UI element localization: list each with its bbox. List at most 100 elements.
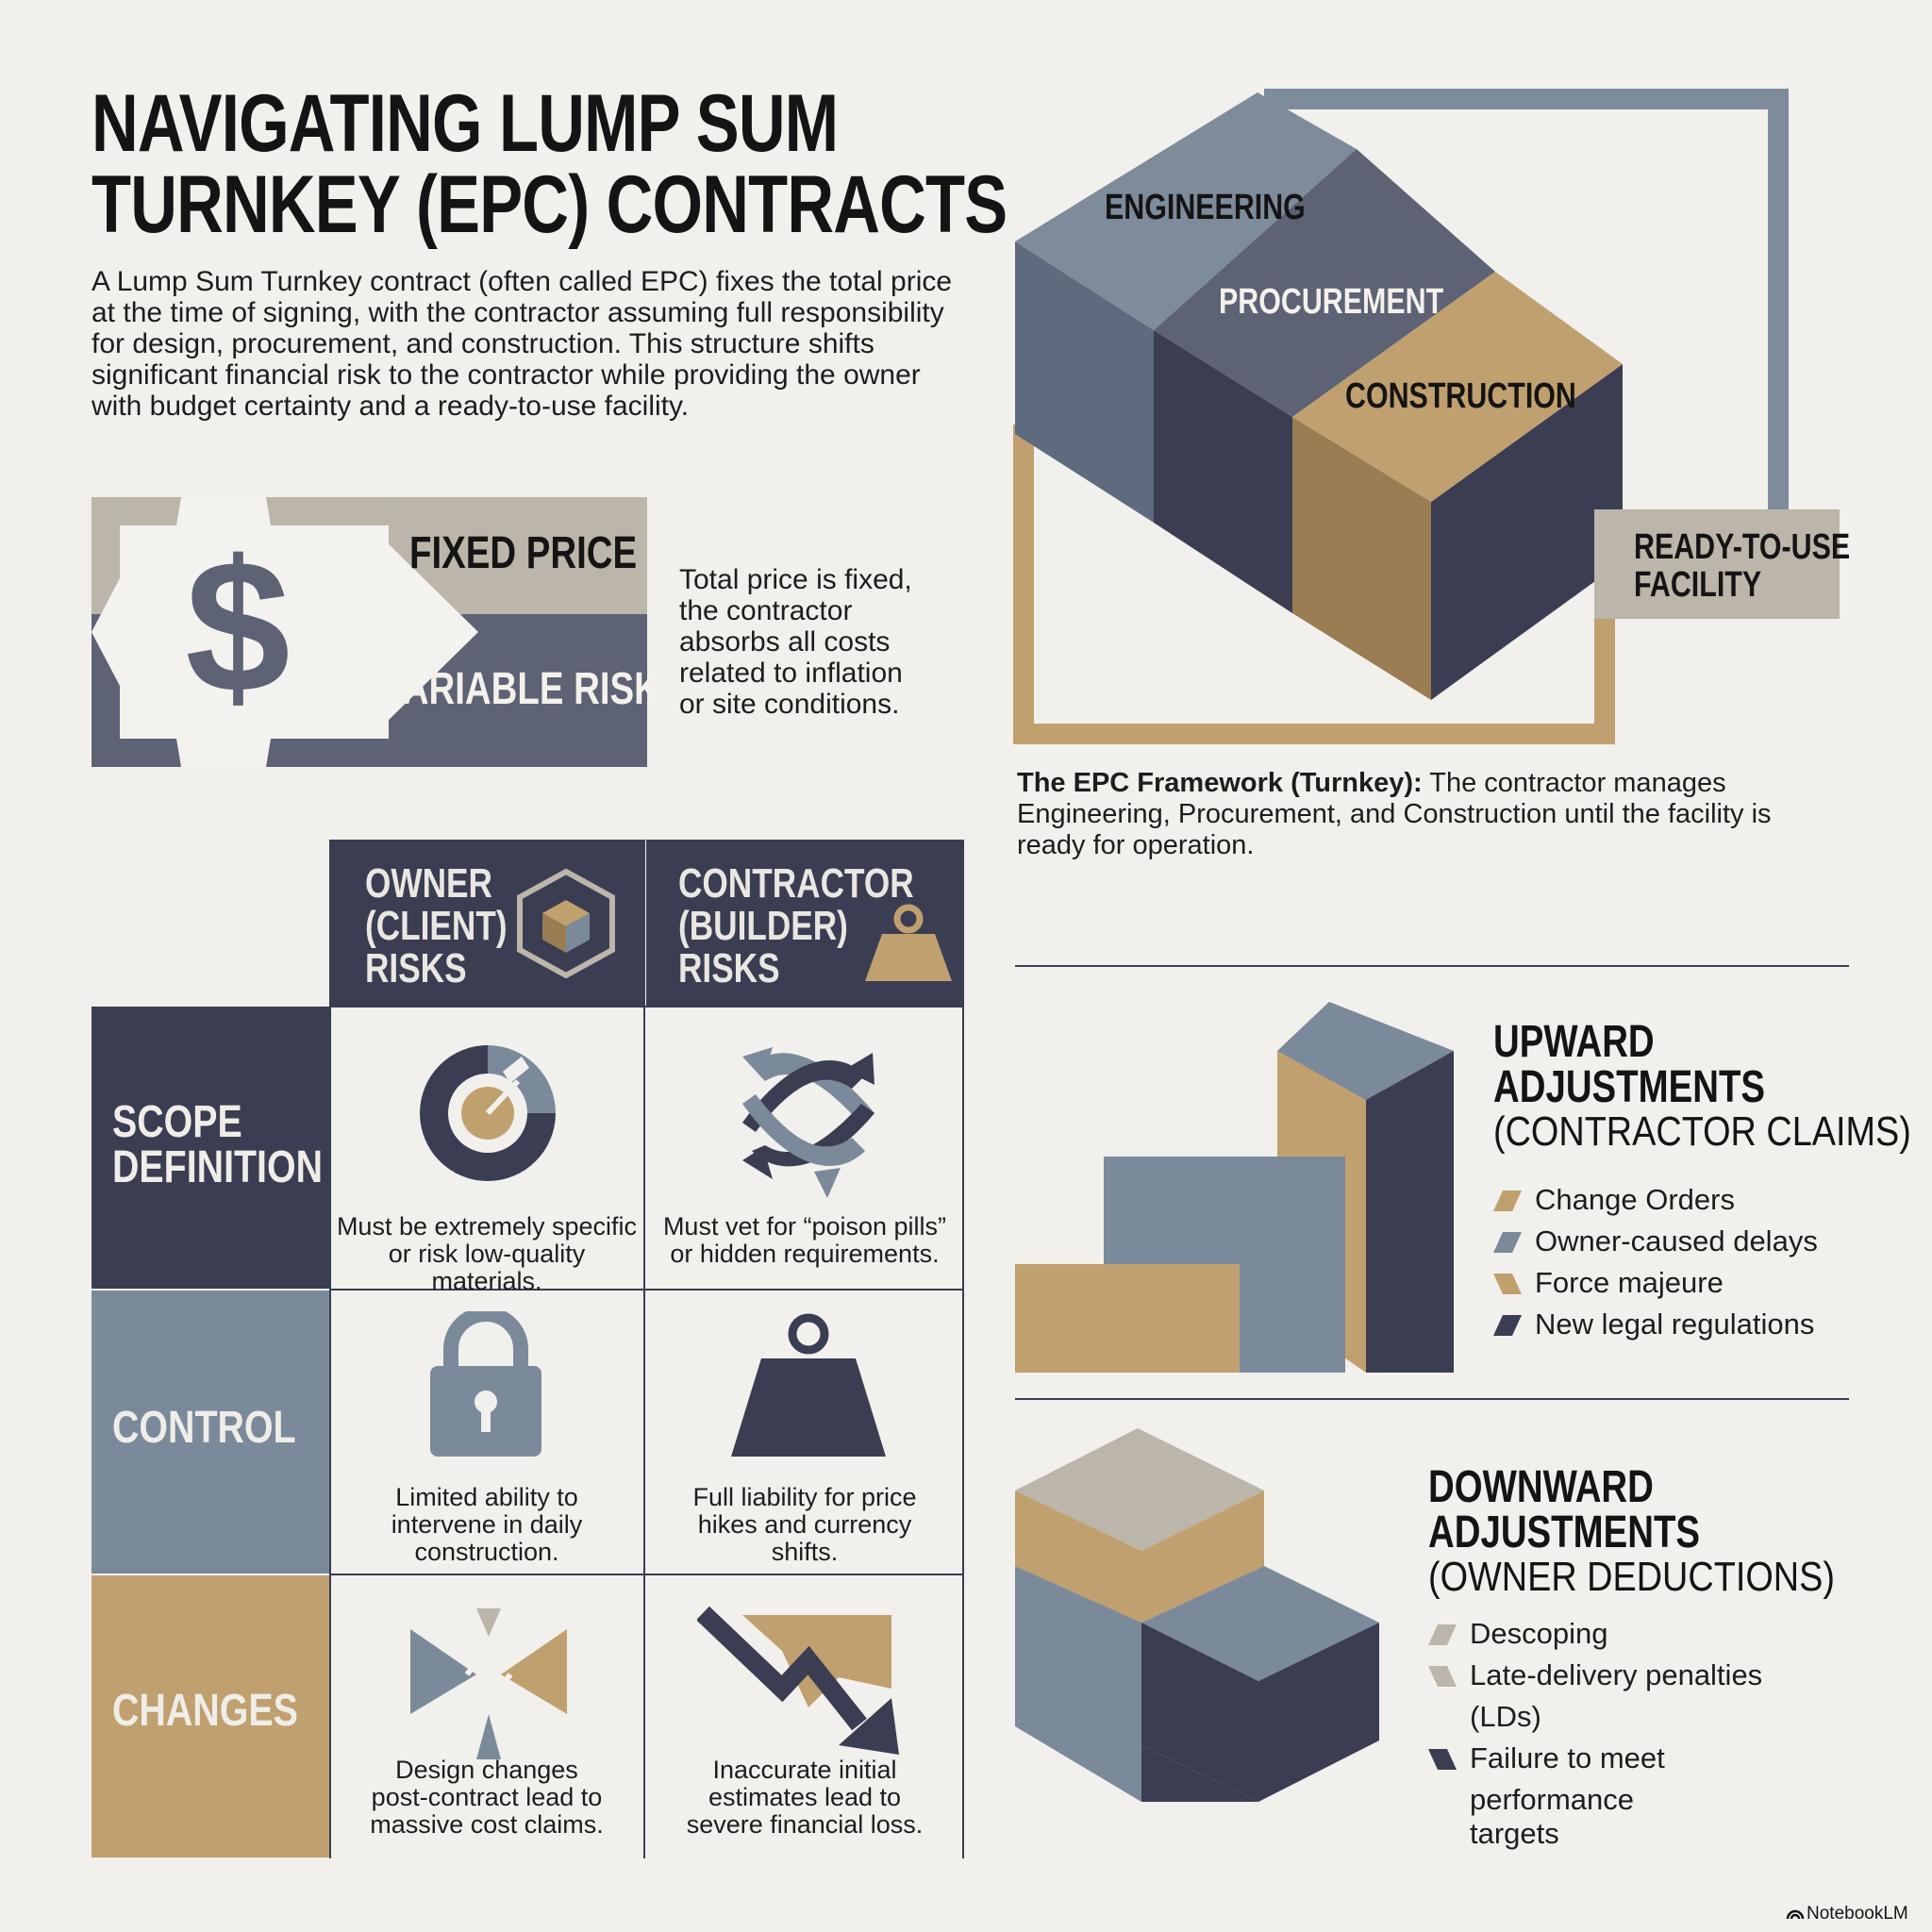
upward-list: Change Orders Owner-caused delays Force … [1493, 1179, 1852, 1345]
downward-blocks-graphic [1015, 1428, 1379, 1802]
construction-face [1292, 272, 1623, 502]
weight-icon [865, 904, 952, 981]
weight-icon [731, 1313, 886, 1457]
contractor-risks-header: CONTRACTOR (BUILDER) RISKS [678, 862, 914, 990]
upward-blocks-graphic [1015, 1002, 1454, 1373]
cell-line: Limited ability to [395, 1483, 578, 1511]
tan-bullet-icon [1493, 1191, 1522, 1211]
frame-tan [1013, 425, 1615, 744]
cell-line: massive cost claims. [370, 1810, 604, 1839]
slate-bullet-icon [1493, 1232, 1522, 1253]
row-label-line: SCOPE [112, 1097, 242, 1147]
stone-bullet-icon [1428, 1666, 1457, 1687]
row-label-line: DEFINITION [112, 1142, 324, 1192]
cell-line: Full liability for price [692, 1483, 917, 1511]
row-scope-definition: SCOPE DEFINITION [112, 1100, 323, 1191]
procurement-face [1154, 149, 1495, 417]
contractor-header-line: RISKS [678, 945, 780, 991]
list-item: Late-delivery penalties (LDs) [1428, 1655, 1834, 1738]
price-description: Total price is fixed, the contractor abs… [679, 564, 912, 720]
upward-item: Change Orders [1535, 1183, 1735, 1216]
procurement-label: PROCUREMENT [1219, 282, 1444, 322]
page-title: NAVIGATING LUMP SUM TURNKEY (EPC) CONTRA… [92, 78, 1008, 250]
facility-label-line: READY-TO-USE [1634, 527, 1851, 567]
box-icon [517, 868, 615, 979]
price-desc-line: absorbs all costs [679, 626, 891, 658]
row-label-line: CONTROL [112, 1403, 296, 1453]
price-desc-line: or site conditions. [679, 689, 900, 720]
lock-icon [430, 1311, 541, 1457]
construction-label: CONSTRUCTION [1345, 376, 1576, 416]
owner-risks-header: OWNER (CLIENT) RISKS [365, 862, 508, 990]
facility-label: READY-TO-USE FACILITY [1634, 528, 1850, 604]
upward-title-line: UPWARD [1493, 1017, 1655, 1067]
row-control: CONTROL [112, 1406, 296, 1451]
list-item: Owner-caused delays [1493, 1221, 1852, 1262]
downward-subtitle: (OWNER DEDUCTIONS) [1428, 1554, 1835, 1600]
target-icon [420, 1045, 556, 1181]
contractor-scope-text: Must vet for “poison pills” or hidden re… [646, 1213, 963, 1268]
cell-line: severe financial loss. [686, 1810, 924, 1839]
stone-bullet-icon [1428, 1624, 1457, 1645]
price-desc-line: the contractor [679, 595, 853, 626]
title-line-2: TURNKEY (EPC) CONTRACTS [92, 159, 1008, 250]
list-item: targets [1428, 1813, 1834, 1855]
downward-trend-icon [697, 1606, 899, 1755]
notebooklm-logo-icon [1786, 1909, 1805, 1920]
price-desc-line: Total price is fixed, [679, 564, 912, 595]
downward-item: Descoping [1470, 1617, 1608, 1650]
cell-line: Must vet for “poison pills” [662, 1212, 947, 1241]
title-line-1: NAVIGATING LUMP SUM [92, 78, 839, 169]
watermark-text: NotebookLM [1807, 1904, 1908, 1924]
row-changes: CHANGES [112, 1689, 298, 1734]
owner-header-line: OWNER [365, 860, 492, 907]
owner-control-text: Limited ability to intervene in daily co… [331, 1484, 642, 1566]
navy-bullet-icon [1428, 1749, 1457, 1770]
cell-line: Inaccurate initial [712, 1756, 897, 1784]
cell-line: shifts. [771, 1538, 839, 1566]
converging-arrows-icon [410, 1608, 567, 1759]
owner-scope-text: Must be extremely specific or risk low-q… [331, 1213, 642, 1295]
downward-title-line: DOWNWARD [1428, 1462, 1654, 1512]
cell-line: post-contract lead to [371, 1783, 603, 1811]
epc-caption-text: The contractor manages Engineering, Proc… [1017, 768, 1772, 860]
downward-title-line: ADJUSTMENTS [1428, 1507, 1701, 1557]
cell-line: Must be extremely specific [336, 1212, 638, 1241]
contractor-header-line: CONTRACTOR [678, 860, 914, 907]
upward-heading: UPWARD ADJUSTMENTS (CONTRACTOR CLAIMS) [1493, 1020, 1932, 1154]
downward-list: Descoping Late-delivery penalties (LDs) … [1428, 1613, 1834, 1855]
dollar-icon: $ [185, 522, 291, 732]
owner-changes-text: Design changes post-contract lead to mas… [331, 1757, 642, 1839]
section-divider [1015, 965, 1849, 967]
cell-line: hikes and currency [697, 1510, 912, 1539]
downward-heading: DOWNWARD ADJUSTMENTS (OWNER DEDUCTIONS) [1428, 1465, 1901, 1599]
tan-bullet-icon [1493, 1274, 1522, 1294]
epc-caption-bold: The EPC Framework (Turnkey): [1017, 768, 1423, 798]
contractor-changes-text: Inaccurate initial estimates lead to sev… [646, 1757, 963, 1839]
facility-box [1594, 509, 1840, 619]
list-item: Failure to meet performance [1428, 1738, 1834, 1821]
epc-caption: The EPC Framework (Turnkey): The contrac… [1017, 768, 1828, 861]
cell-line: or risk low-quality materials. [388, 1240, 586, 1295]
epc-framework-diagram [1013, 89, 1840, 744]
interlocking-arrows-icon [742, 1047, 874, 1198]
cell-line: construction. [414, 1538, 559, 1566]
cell-line: or hidden requirements. [670, 1240, 940, 1268]
downward-item: targets [1470, 1817, 1559, 1850]
price-desc-line: related to inflation [679, 658, 903, 689]
downward-item: Late-delivery penalties (LDs) [1470, 1658, 1763, 1733]
owner-header-line: (CLIENT) [365, 903, 508, 949]
navy-bullet-icon [1493, 1315, 1522, 1336]
upward-title-line: ADJUSTMENTS [1493, 1062, 1766, 1112]
upward-subtitle: (CONTRACTOR CLAIMS) [1493, 1108, 1911, 1155]
upward-item: Owner-caused delays [1535, 1224, 1818, 1257]
list-item: Change Orders [1493, 1179, 1852, 1221]
price-risk-block: $ FIXED PRICE VARIABLE RISK [92, 497, 660, 767]
contractor-control-text: Full liability for price hikes and curre… [646, 1484, 963, 1566]
cell-line: Design changes [395, 1756, 578, 1784]
section-divider [1015, 1398, 1849, 1400]
list-item: New legal regulations [1493, 1304, 1852, 1345]
cell-line: intervene in daily [391, 1510, 583, 1539]
engineering-label: ENGINEERING [1105, 188, 1306, 227]
downward-item: Failure to meet performance [1470, 1741, 1665, 1816]
